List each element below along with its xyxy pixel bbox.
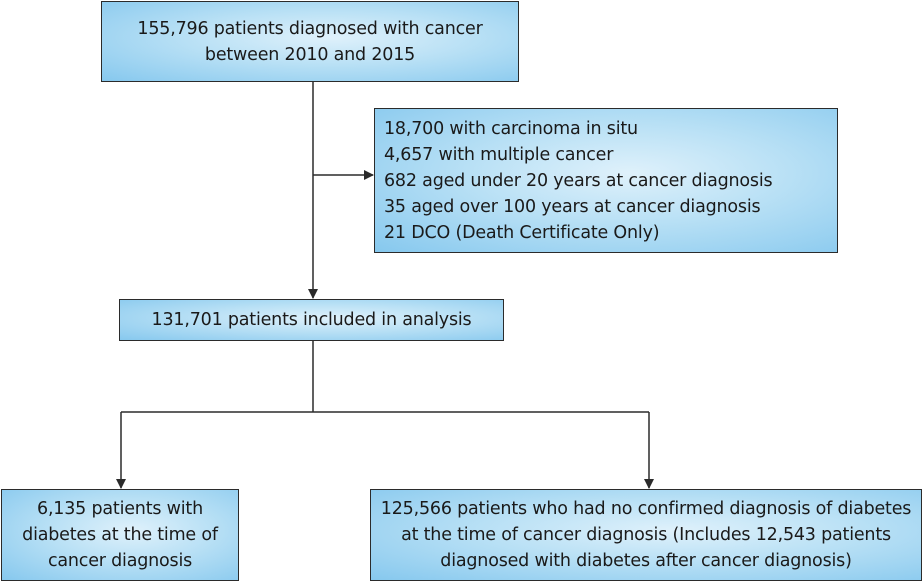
exclusion-item: 18,700 with carcinoma in situ: [384, 118, 638, 139]
exclusion-item: 4,657 with multiple cancer: [384, 144, 614, 165]
box-total-line: between 2010 and 2015: [204, 44, 416, 65]
exclusion-item: 35 aged over 100 years at cancer diagnos…: [384, 196, 761, 217]
box-with-diabetes-line: diabetes at the time of: [22, 525, 218, 545]
box-no-diabetes-line: diagnosed with diabetes after cancer dia…: [440, 551, 852, 571]
box-total-patients: 155,796 patients diagnosed with cancer b…: [101, 1, 519, 82]
box-included-line: 131,701 patients included in analysis: [151, 310, 472, 330]
box-no-diabetes: 125,566 patients who had no confirmed di…: [370, 489, 922, 581]
box-exclusions: 18,700 with carcinoma in situ 4,657 with…: [374, 108, 838, 253]
box-with-diabetes-line: cancer diagnosis: [47, 551, 193, 571]
box-no-diabetes-line: 125,566 patients who had no confirmed di…: [380, 499, 912, 519]
box-with-diabetes-line: 6,135 patients with: [37, 499, 203, 519]
box-total-line: 155,796 patients diagnosed with cancer: [137, 18, 483, 39]
exclusion-item: 682 aged under 20 years at cancer diagno…: [384, 170, 773, 191]
box-included-patients: 131,701 patients included in analysis: [119, 299, 504, 341]
box-no-diabetes-line: at the time of cancer diagnosis (Include…: [401, 525, 891, 545]
exclusion-item: 21 DCO (Death Certificate Only): [384, 222, 660, 243]
box-with-diabetes: 6,135 patients with diabetes at the time…: [1, 489, 239, 581]
